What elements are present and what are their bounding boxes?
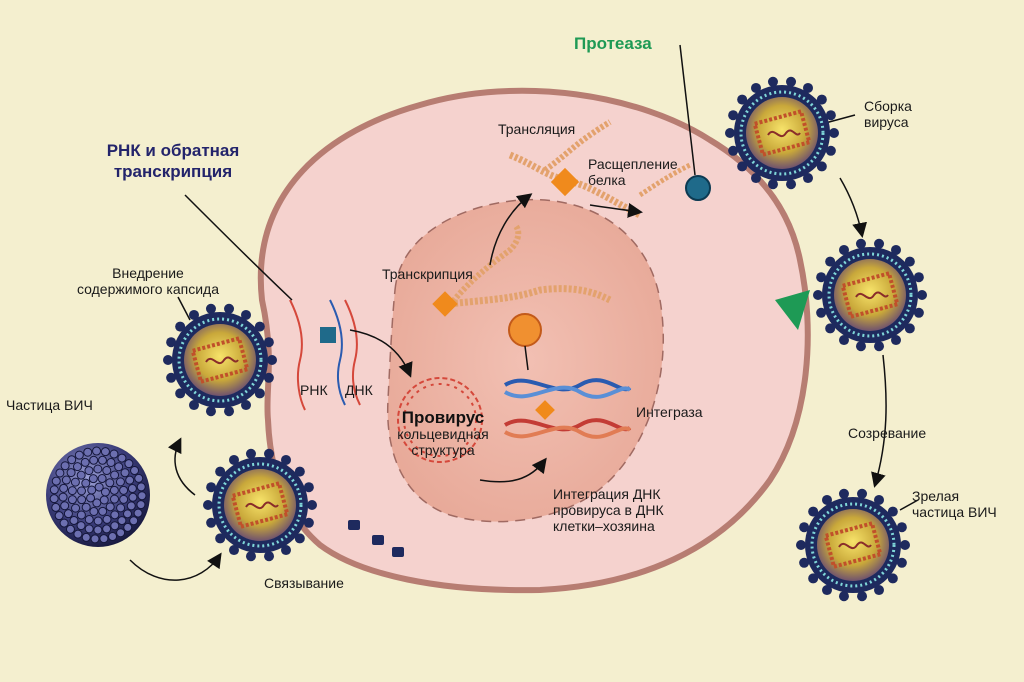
mature-line1: Зрелая	[912, 488, 960, 504]
arrow-reverse-to-provirus	[349, 329, 413, 378]
rna-reverse-title-line1: РНК и обратная	[106, 141, 240, 160]
membrane-receptors	[348, 520, 404, 557]
protein-cleavage-line1: Расщепление	[588, 156, 678, 172]
provirus-ring	[397, 377, 483, 463]
reverse-transcription-complex	[289, 299, 361, 411]
arrow-transcription-to-translation	[489, 193, 533, 266]
provirus-sub-line1: кольцевидная	[397, 426, 489, 442]
arrow-particle-to-binding	[129, 552, 222, 581]
rna-label: РНК	[300, 382, 328, 398]
hiv-free-particle	[46, 443, 150, 547]
virion-mature	[794, 486, 912, 604]
arrow-provirus-to-integration	[479, 457, 547, 483]
integrase-ball	[508, 313, 542, 347]
capsid-entry-line1: Внедрение	[112, 265, 184, 281]
integration-line1: Интеграция ДНК	[553, 486, 661, 502]
pointer-protease	[679, 44, 696, 176]
dna-label: ДНК	[345, 382, 373, 398]
integrase-label: Интеграза	[636, 404, 703, 420]
virion-budding	[811, 236, 929, 354]
mature-line2: частица ВИЧ	[912, 504, 997, 520]
maturation-label: Созревание	[848, 425, 927, 441]
arrow-translation-to-cleavage	[589, 202, 643, 218]
transcription-label: Транскрипция	[382, 266, 473, 282]
rna-reverse-title: РНК и обратная транскрипция	[78, 140, 268, 182]
protein-cleavage-line2: белка	[588, 172, 626, 188]
virion-capsid-entry	[161, 301, 279, 419]
protein-cleavage-label: Расщепление белка	[588, 156, 678, 188]
translation-label: Трансляция	[498, 121, 576, 137]
mature-particle-label: Зрелая частица ВИЧ	[912, 488, 997, 520]
rna-reverse-title-line2: транскрипция	[113, 162, 233, 181]
pointer-capsid-entry	[177, 296, 191, 321]
integration-line2: провируса в ДНК	[553, 502, 664, 518]
arrow-assembly-to-budding	[839, 177, 867, 238]
integration-label: Интеграция ДНК провируса в ДНК клетки–хо…	[553, 486, 664, 534]
provirus-label: Провирус кольцевидная структура	[388, 408, 498, 458]
binding-label: Связывание	[264, 575, 344, 591]
rna-strands	[432, 119, 692, 317]
cell-nucleus	[386, 198, 664, 523]
capsid-entry-label: Внедрение содержимого капсида	[58, 265, 238, 297]
assembly-line2: вируса	[864, 114, 909, 130]
assembly-label: Сборка вируса	[864, 98, 912, 130]
capsid-entry-line2: содержимого капсида	[76, 281, 220, 297]
host-dna-helix	[503, 378, 632, 439]
protease-ball	[685, 175, 711, 201]
pointer-rna-title	[184, 194, 293, 301]
protease-label: Протеаза	[574, 34, 652, 53]
arrow-budding-to-mature	[871, 354, 887, 488]
hiv-particle-label: Частица ВИЧ	[6, 397, 93, 413]
integrase-diamond	[535, 400, 555, 420]
arrow-binding-to-entry	[167, 437, 196, 496]
pointer-mature	[899, 499, 919, 511]
membrane-protein-marker	[775, 290, 810, 330]
integration-line3: клетки–хозяина	[553, 518, 655, 534]
provirus-sub-line2: структура	[411, 442, 475, 458]
provirus-title: Провирус	[401, 408, 485, 427]
assembly-line1: Сборка	[864, 98, 912, 114]
